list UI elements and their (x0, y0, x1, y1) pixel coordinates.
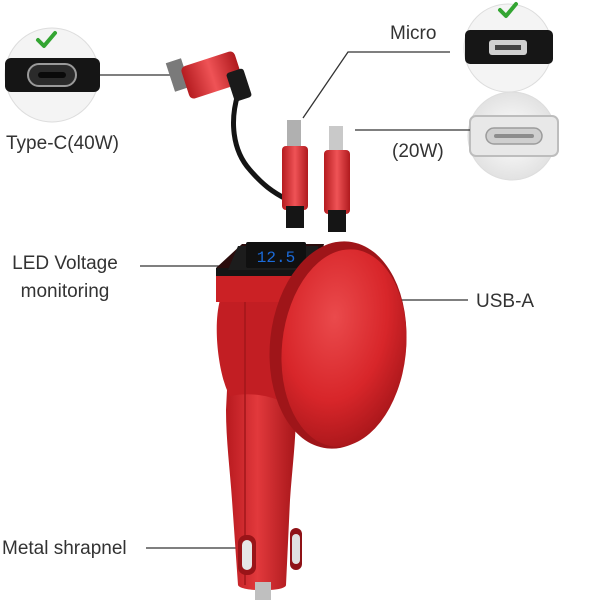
label-type-c: Type-C(40W) (6, 133, 119, 154)
micro-plug (282, 120, 308, 228)
label-metal-shrapnel: Metal shrapnel (2, 538, 127, 559)
zoom-micro (463, 3, 553, 93)
label-led-voltage: LED Voltage monitoring (12, 253, 118, 302)
check-icon-micro (498, 2, 518, 18)
label-usb-a: USB-A (476, 291, 535, 312)
zoom-typec (4, 27, 100, 123)
top-housing: 12.5 (216, 242, 324, 302)
svg-text:12.5: 12.5 (257, 249, 295, 267)
zoom-lightning (467, 91, 559, 181)
check-icon-typec (36, 31, 57, 48)
typec-cable (165, 51, 290, 203)
label-micro: Micro (390, 23, 437, 44)
lightning-plug (324, 126, 350, 232)
label-lightning: (20W) (392, 141, 444, 162)
cable-reel-disc (269, 241, 407, 449)
led-display: 12.5 (246, 242, 306, 268)
